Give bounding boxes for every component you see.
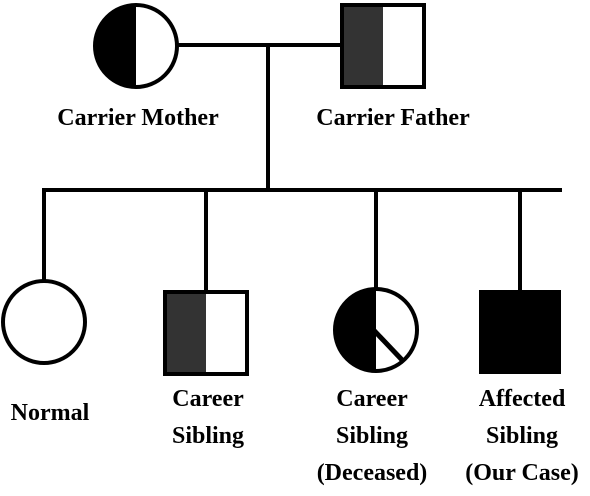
carrier-sibling-square-outline [163,290,249,376]
mother-carrier-half-fill [95,5,136,87]
mother-symbol [93,3,179,89]
deceased-slash-mark [364,320,406,364]
carrier-sibling-label-line-2: Sibling [172,423,244,449]
carrier-sibling-label-line-1: Career [172,386,244,412]
affected-sibling-label-line-2: Sibling [486,423,558,449]
father-carrier-half-fill [342,5,383,87]
deceased-sibling-label-line-3: (Deceased) [317,460,428,486]
deceased-sibling-label-line-1: Career [336,386,408,412]
affected-sibling-label-line-1: Affected [479,386,566,412]
deceased-sibling-half-fill [335,289,376,371]
affected-sibling-square [479,290,561,374]
normal-circle-outline [1,279,87,365]
deceased-sibling-label-line-2: Sibling [336,423,408,449]
carrier-sibling-half-fill [165,292,206,374]
pedigree-connectors [42,43,562,292]
child-affected-sibling-symbol [479,290,561,374]
mother-label: Carrier Mother [57,105,219,131]
father-label: Carrier Father [316,105,470,131]
child-deceased-sibling-symbol [333,287,419,373]
deceased-sibling-circle-outline [333,287,419,373]
child-normal-symbol [1,279,87,365]
affected-sibling-label-line-3: (Our Case) [465,460,579,486]
father-square-outline [340,3,426,89]
father-symbol [340,3,426,89]
mother-circle-outline [93,3,179,89]
child-carrier-sibling-symbol [163,290,249,376]
normal-label-line-1: Normal [11,400,90,426]
